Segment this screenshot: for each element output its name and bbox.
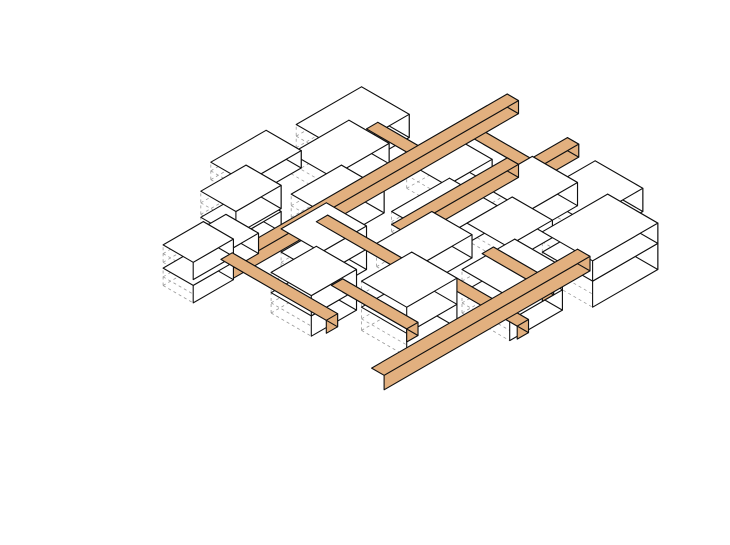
top-face	[200, 164, 282, 213]
top-face	[270, 245, 358, 297]
top-face	[280, 202, 368, 253]
top-face	[220, 252, 339, 321]
volume-block-b24	[541, 193, 659, 282]
top-face	[360, 251, 458, 308]
top-face	[371, 248, 591, 376]
timber-beam-m01	[185, 93, 520, 300]
top-face	[391, 157, 520, 232]
volume-block-b14	[360, 251, 458, 334]
solids-layer	[162, 86, 659, 391]
hidden-edge	[361, 318, 407, 346]
timber-beam-m03	[371, 248, 591, 391]
timber-beam-m02	[220, 252, 339, 334]
top-face	[330, 278, 419, 330]
top-face	[162, 221, 234, 263]
volume-block-b01	[162, 221, 234, 281]
timber-beam-m11	[330, 278, 419, 343]
volume-block-b04	[200, 164, 282, 236]
top-face	[290, 119, 390, 178]
hidden-edge	[270, 302, 312, 327]
hidden-edge	[542, 264, 593, 295]
hidden-edge	[162, 285, 194, 304]
top-face	[466, 196, 553, 247]
hidden-edge	[270, 312, 312, 337]
hidden-edge	[542, 277, 593, 308]
